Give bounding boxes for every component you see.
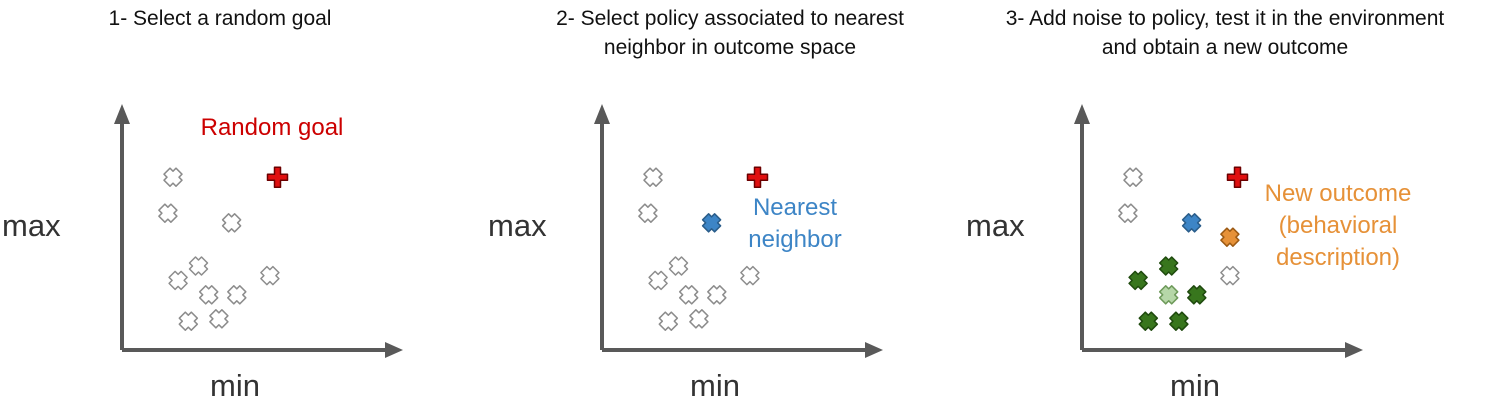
- x-axis-arrowhead: [1345, 342, 1363, 358]
- y-axis-arrowhead: [114, 104, 130, 124]
- neutral-x-marker: [648, 270, 668, 291]
- y-axis-label: max: [966, 208, 1025, 243]
- annotation-line: (behavioral: [1278, 212, 1398, 239]
- neutral-x-marker: [689, 309, 709, 329]
- annotation-nearest-neighbor: Nearest neighbor: [730, 192, 860, 256]
- x-axis-label: min: [690, 368, 740, 403]
- axes: [114, 104, 403, 358]
- axes: [594, 104, 883, 358]
- step-title-line: and obtain a new outcome: [1101, 36, 1349, 59]
- explored-dark-x-marker: [1169, 311, 1189, 331]
- neutral-x-marker: [168, 270, 188, 291]
- neutral-x-marker: [260, 265, 280, 286]
- annotation-line: Nearest: [752, 194, 838, 221]
- neutral-x-marker: [638, 203, 658, 223]
- step-title-line: neighbor in outcome space: [603, 36, 857, 59]
- annotation-random-goal: Random goal: [160, 112, 384, 144]
- scatter-plot: [594, 104, 883, 358]
- neutral-x-marker: [1123, 167, 1143, 187]
- x-axis-arrowhead: [385, 342, 403, 358]
- explored-dark-x-marker: [1128, 270, 1148, 291]
- annotation-line: description): [1275, 244, 1401, 271]
- neutral-x-marker: [678, 285, 699, 305]
- neutral-x-marker: [643, 167, 663, 187]
- plus-marker: [1226, 166, 1249, 188]
- step-title-line: 1- Select a random goal: [108, 7, 332, 30]
- y-axis-label: max: [488, 208, 547, 243]
- y-axis-arrowhead: [1074, 104, 1090, 124]
- step-title: 1- Select a random goal: [0, 4, 480, 33]
- x-axis-label: min: [210, 368, 260, 403]
- neutral-x-marker: [221, 213, 242, 233]
- step-title-line: 2- Select policy associated to nearest: [556, 7, 904, 30]
- step-title: 2- Select policy associated to nearest n…: [480, 4, 980, 62]
- explored-dark-x-marker: [1187, 285, 1207, 305]
- plus-marker: [746, 166, 769, 188]
- neutral-x-marker: [707, 285, 727, 305]
- step-title: 3- Add noise to policy, test it in the e…: [960, 4, 1490, 62]
- explored-dark-x-marker: [1158, 256, 1179, 276]
- neutral-x-marker: [740, 265, 760, 286]
- scatter-plot: [1074, 104, 1363, 358]
- neutral-x-marker: [178, 311, 199, 331]
- neutral-x-marker: [209, 309, 229, 329]
- scatter-plot: [114, 104, 403, 358]
- nearest-x-marker: [1181, 213, 1202, 233]
- neutral-x-marker: [188, 256, 209, 276]
- neutral-x-marker: [163, 167, 183, 187]
- annotation-new-outcome: New outcome (behavioral description): [1248, 178, 1428, 274]
- y-axis-label: max: [2, 208, 61, 243]
- panel-2: 2- Select policy associated to nearest n…: [480, 0, 960, 406]
- annotation-line: neighbor: [748, 226, 842, 253]
- neutral-x-marker: [1220, 265, 1240, 286]
- y-axis-arrowhead: [594, 104, 610, 124]
- annotation-line: New outcome: [1264, 180, 1412, 207]
- neutral-x-marker: [658, 311, 679, 331]
- step-title-line: 3- Add noise to policy, test it in the e…: [1005, 7, 1445, 30]
- neutral-x-marker: [668, 256, 689, 276]
- explored-light-x-marker: [1158, 285, 1179, 305]
- neutral-x-marker: [227, 285, 247, 305]
- panel-1: 1- Select a random goal max min Random g…: [0, 0, 480, 406]
- axes: [1074, 104, 1363, 358]
- x-axis-label: min: [1170, 368, 1220, 403]
- plus-marker: [266, 166, 289, 188]
- panel-3: 3- Add noise to policy, test it in the e…: [960, 0, 1490, 406]
- nearest-x-marker: [701, 213, 722, 233]
- neutral-x-marker: [198, 285, 219, 305]
- explored-dark-x-marker: [1138, 311, 1159, 331]
- new-outcome-x-marker: [1220, 227, 1240, 247]
- neutral-x-marker: [158, 203, 178, 223]
- neutral-x-marker: [1118, 203, 1138, 223]
- x-axis-arrowhead: [865, 342, 883, 358]
- annotation-line: Random goal: [200, 114, 344, 141]
